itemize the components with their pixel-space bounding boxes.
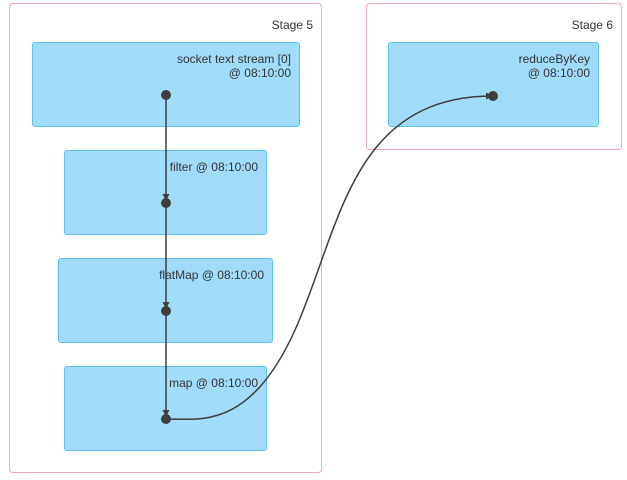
node-label-line1: filter @ 08:10:00 [169, 160, 258, 174]
rdd-node-filter[interactable]: filter @ 08:10:00 [64, 150, 267, 235]
rdd-node-map[interactable]: map @ 08:10:00 [64, 366, 267, 451]
stage-5-label: Stage 5 [271, 18, 313, 32]
rdd-node-label: reduceByKey @ 08:10:00 [519, 52, 590, 80]
rdd-node-label: socket text stream [0] @ 08:10:00 [177, 52, 291, 80]
rdd-node-socket-text-stream[interactable]: socket text stream [0] @ 08:10:00 [32, 42, 300, 127]
rdd-node-label: map @ 08:10:00 [169, 376, 258, 390]
rdd-node-reducebykey[interactable]: reduceByKey @ 08:10:00 [388, 42, 599, 127]
rdd-node-label: filter @ 08:10:00 [170, 160, 258, 174]
node-label-line1: reduceByKey [518, 52, 590, 66]
node-label-line1: flatMap @ 08:10:00 [159, 268, 264, 282]
node-label-line2: @ 08:10:00 [228, 66, 291, 80]
rdd-node-label: flatMap @ 08:10:00 [159, 268, 264, 282]
stage-6-label: Stage 6 [571, 18, 613, 32]
node-label-line2: @ 08:10:00 [527, 66, 590, 80]
node-label-line1: map @ 08:10:00 [169, 376, 258, 390]
rdd-node-flatmap[interactable]: flatMap @ 08:10:00 [58, 258, 273, 343]
node-label-line1: socket text stream [0] [176, 52, 291, 66]
